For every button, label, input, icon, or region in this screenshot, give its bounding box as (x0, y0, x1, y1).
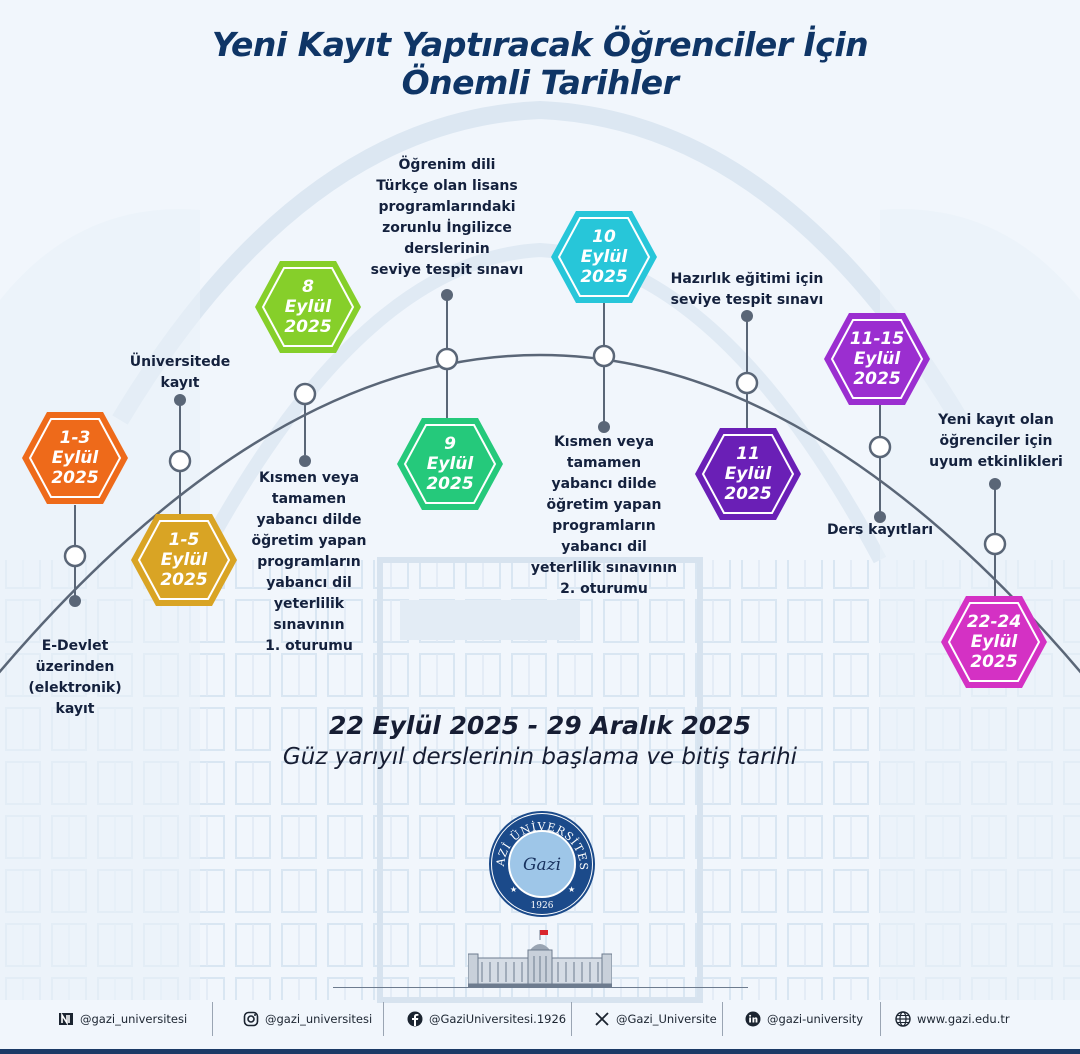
footer-x-text: @Gazi_Universite (616, 1012, 717, 1026)
footer-website[interactable]: www.gazi.edu.tr (895, 998, 1010, 1040)
university-logo: GAZİ ÜNİVERSİTESİ Gazi 1926 ★ ★ (488, 810, 595, 917)
timeline-node (293, 382, 317, 406)
footer-separator (722, 1002, 723, 1036)
badge-year: 2025 (426, 474, 474, 494)
timeline-node (63, 544, 87, 568)
logo-star-icon: ★ (568, 885, 575, 894)
connector-dot (741, 310, 753, 322)
badge-month: Eylül (426, 454, 474, 474)
footer-facebook[interactable]: @GaziUniversitesi.1926 (407, 998, 566, 1040)
badge-days: 8 (302, 277, 314, 297)
logo-signature: Gazi (523, 855, 561, 875)
badge-days: 11-15 (849, 329, 905, 349)
semester-period: 22 Eylül 2025 - 29 Aralık 2025 Güz yarıy… (0, 710, 1080, 772)
badge-days: 10 (592, 227, 616, 247)
badge-month: Eylül (970, 632, 1018, 652)
instagram-icon (243, 1011, 259, 1027)
badge-days: 1-3 (59, 428, 91, 448)
event-label-7: Ders kayıtları (826, 522, 934, 538)
footer-separator (571, 1002, 572, 1036)
timeline-node (983, 532, 1007, 556)
timeline-node (735, 371, 759, 395)
connector-dot (174, 394, 186, 406)
connector-dot (989, 478, 1001, 490)
logo-star-icon: ★ (510, 885, 517, 894)
badge-year: 2025 (853, 369, 901, 389)
connector-dot (299, 455, 311, 467)
badge-year: 2025 (724, 484, 772, 504)
badge-month: Eylül (724, 464, 772, 484)
page-title: Yeni Kayıt Yaptıracak Öğrenciler İçin Ön… (0, 26, 1080, 102)
footer-separator (212, 1002, 213, 1036)
timeline-node (868, 435, 892, 459)
footer-divider (333, 987, 748, 988)
footer-linkedin-text: @gazi-university (767, 1012, 864, 1026)
badge-year: 2025 (970, 652, 1018, 672)
title-line-2: Önemli Tarihler (401, 63, 679, 102)
footer-instagram[interactable]: @gazi_universitesi (243, 998, 372, 1040)
footer-social-bar: @gazi_universitesi @gazi_universitesi @G… (0, 998, 1080, 1040)
linkedin-icon (745, 1011, 761, 1027)
badge-year: 2025 (160, 570, 208, 590)
title-line-1: Yeni Kayıt Yaptıracak Öğrenciler İçin (211, 25, 869, 64)
nsosyal-icon (59, 1012, 73, 1026)
connector-dot (598, 421, 610, 433)
logo-year: 1926 (531, 901, 554, 911)
connector-dot (874, 511, 886, 523)
badge-days: 9 (444, 434, 456, 454)
footer-website-text: www.gazi.edu.tr (917, 1012, 1010, 1026)
footer-separator (383, 1002, 384, 1036)
badge-days: 11 (736, 444, 760, 464)
connector-dot (69, 595, 81, 607)
footer-linkedin[interactable]: @gazi-university (745, 998, 863, 1040)
footer-instagram-text: @gazi_universitesi (265, 1012, 373, 1026)
footer-x[interactable]: @Gazi_Universite (594, 998, 717, 1040)
facebook-icon (407, 1011, 423, 1027)
badge-days: 22-24 (966, 612, 1022, 632)
badge-month: Eylül (160, 550, 208, 570)
footer-separator (880, 1002, 881, 1036)
badge-days: 1-5 (168, 530, 200, 550)
badge-month: Eylül (284, 297, 332, 317)
badge-year: 2025 (51, 468, 99, 488)
semester-description: Güz yarıyıl derslerinin başlama ve bitiş… (282, 744, 798, 770)
timeline-node (435, 347, 459, 371)
badge-year: 2025 (284, 317, 332, 337)
badge-month: Eylül (51, 448, 99, 468)
timeline-node (168, 449, 192, 473)
footer-nsosyal[interactable]: @gazi_universitesi (58, 998, 187, 1040)
connector-dot (441, 289, 453, 301)
x-icon (595, 1012, 609, 1026)
building-illustration (468, 930, 612, 987)
semester-dates: 22 Eylül 2025 - 29 Aralık 2025 (329, 711, 751, 740)
badge-year: 2025 (580, 267, 628, 287)
badge-month: Eylül (853, 349, 901, 369)
footer-nsosyal-text: @gazi_universitesi (80, 1012, 188, 1026)
globe-icon (895, 1011, 911, 1027)
footer-facebook-text: @GaziUniversitesi.1926 (429, 1012, 567, 1026)
bottom-bar (0, 1049, 1080, 1054)
badge-month: Eylül (580, 247, 628, 267)
timeline-node (592, 344, 616, 368)
